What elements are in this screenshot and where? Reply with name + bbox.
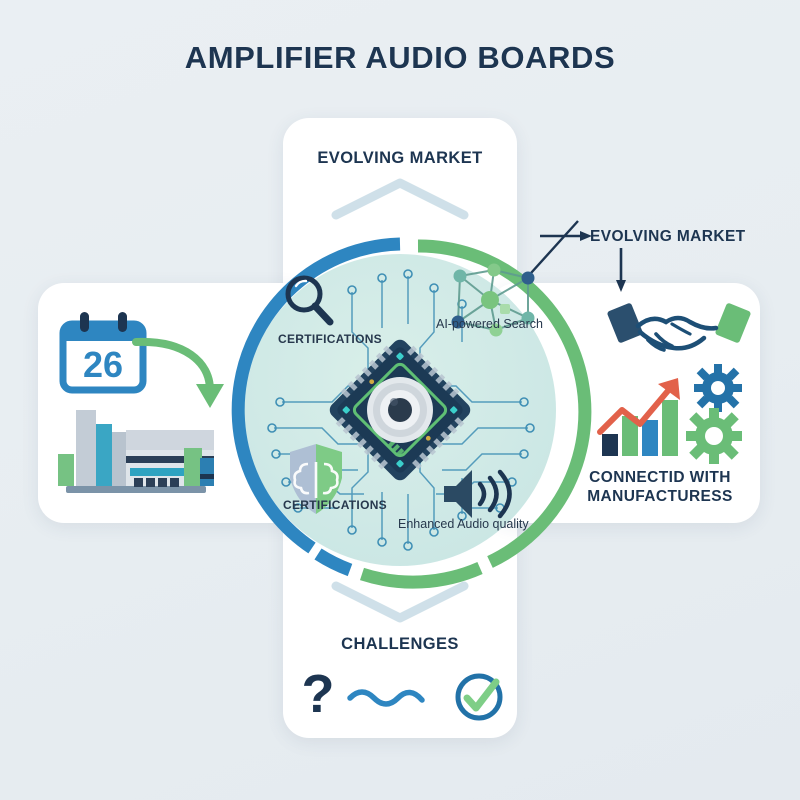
panel-label-line-2: MANUFACTURESS: [587, 488, 733, 506]
central-circle: [222, 232, 592, 589]
audio-amplifier-chip-icon: [329, 339, 471, 481]
wavy-line-icon: [347, 689, 425, 707]
panel-label-connected-manufacturers: CONNECTID WITH MANUFACTURESS: [560, 468, 760, 507]
ring-arc-right-green: [417, 239, 592, 568]
panel-label-line-1: CONNECTID WITH: [589, 469, 731, 486]
network-nodes-icon: [451, 263, 535, 337]
ring-arc-left-blue-segment: [314, 548, 353, 577]
gear-icon-blue: [694, 364, 742, 412]
flow-label-evolving-market: EVOLVING MARKET: [590, 228, 746, 245]
calendar-icon: 26: [59, 312, 147, 394]
question-mark-icon: ?: [302, 664, 335, 724]
handshake-icon: [607, 303, 751, 352]
page-title: AMPLIFIER AUDIO BOARDS: [184, 40, 616, 75]
chevron-down-icon: [331, 581, 469, 623]
ring-arc-left-blue: [231, 237, 401, 554]
speaker-sound-icon: [444, 469, 512, 519]
chevron-up-icon: [331, 178, 469, 220]
circle-ring-arcs: [231, 237, 592, 589]
magnifier-icon: [285, 275, 334, 326]
circle-label-bottom-right: Enhanced Audio quality: [398, 517, 529, 531]
panel-label-challenges: CHALLENGES: [341, 635, 459, 653]
arrow-right-connector: [540, 231, 592, 241]
circle-label-top-right: AI-powered Search: [436, 317, 544, 331]
arrow-down-connector: [616, 248, 626, 292]
ring-arc-bottom-green: [360, 562, 483, 589]
circle-label-top-left: CERTIFICATIONS: [278, 332, 382, 346]
bar-chart-growth-icon: [597, 378, 680, 456]
svg-text:?: ?: [302, 664, 335, 724]
curved-arrow-icon: [132, 337, 224, 408]
check-circle-icon: [455, 673, 503, 721]
gear-icon-green: [686, 408, 742, 464]
factory-building-icon: [58, 410, 214, 493]
shield-puzzle-icon: [290, 444, 342, 514]
calendar-day-number: 26: [83, 344, 123, 385]
circle-label-bottom-left: CERTIFICATIONS: [283, 498, 387, 512]
panel-label-evolving-market: EVOLVING MARKET: [317, 149, 483, 167]
